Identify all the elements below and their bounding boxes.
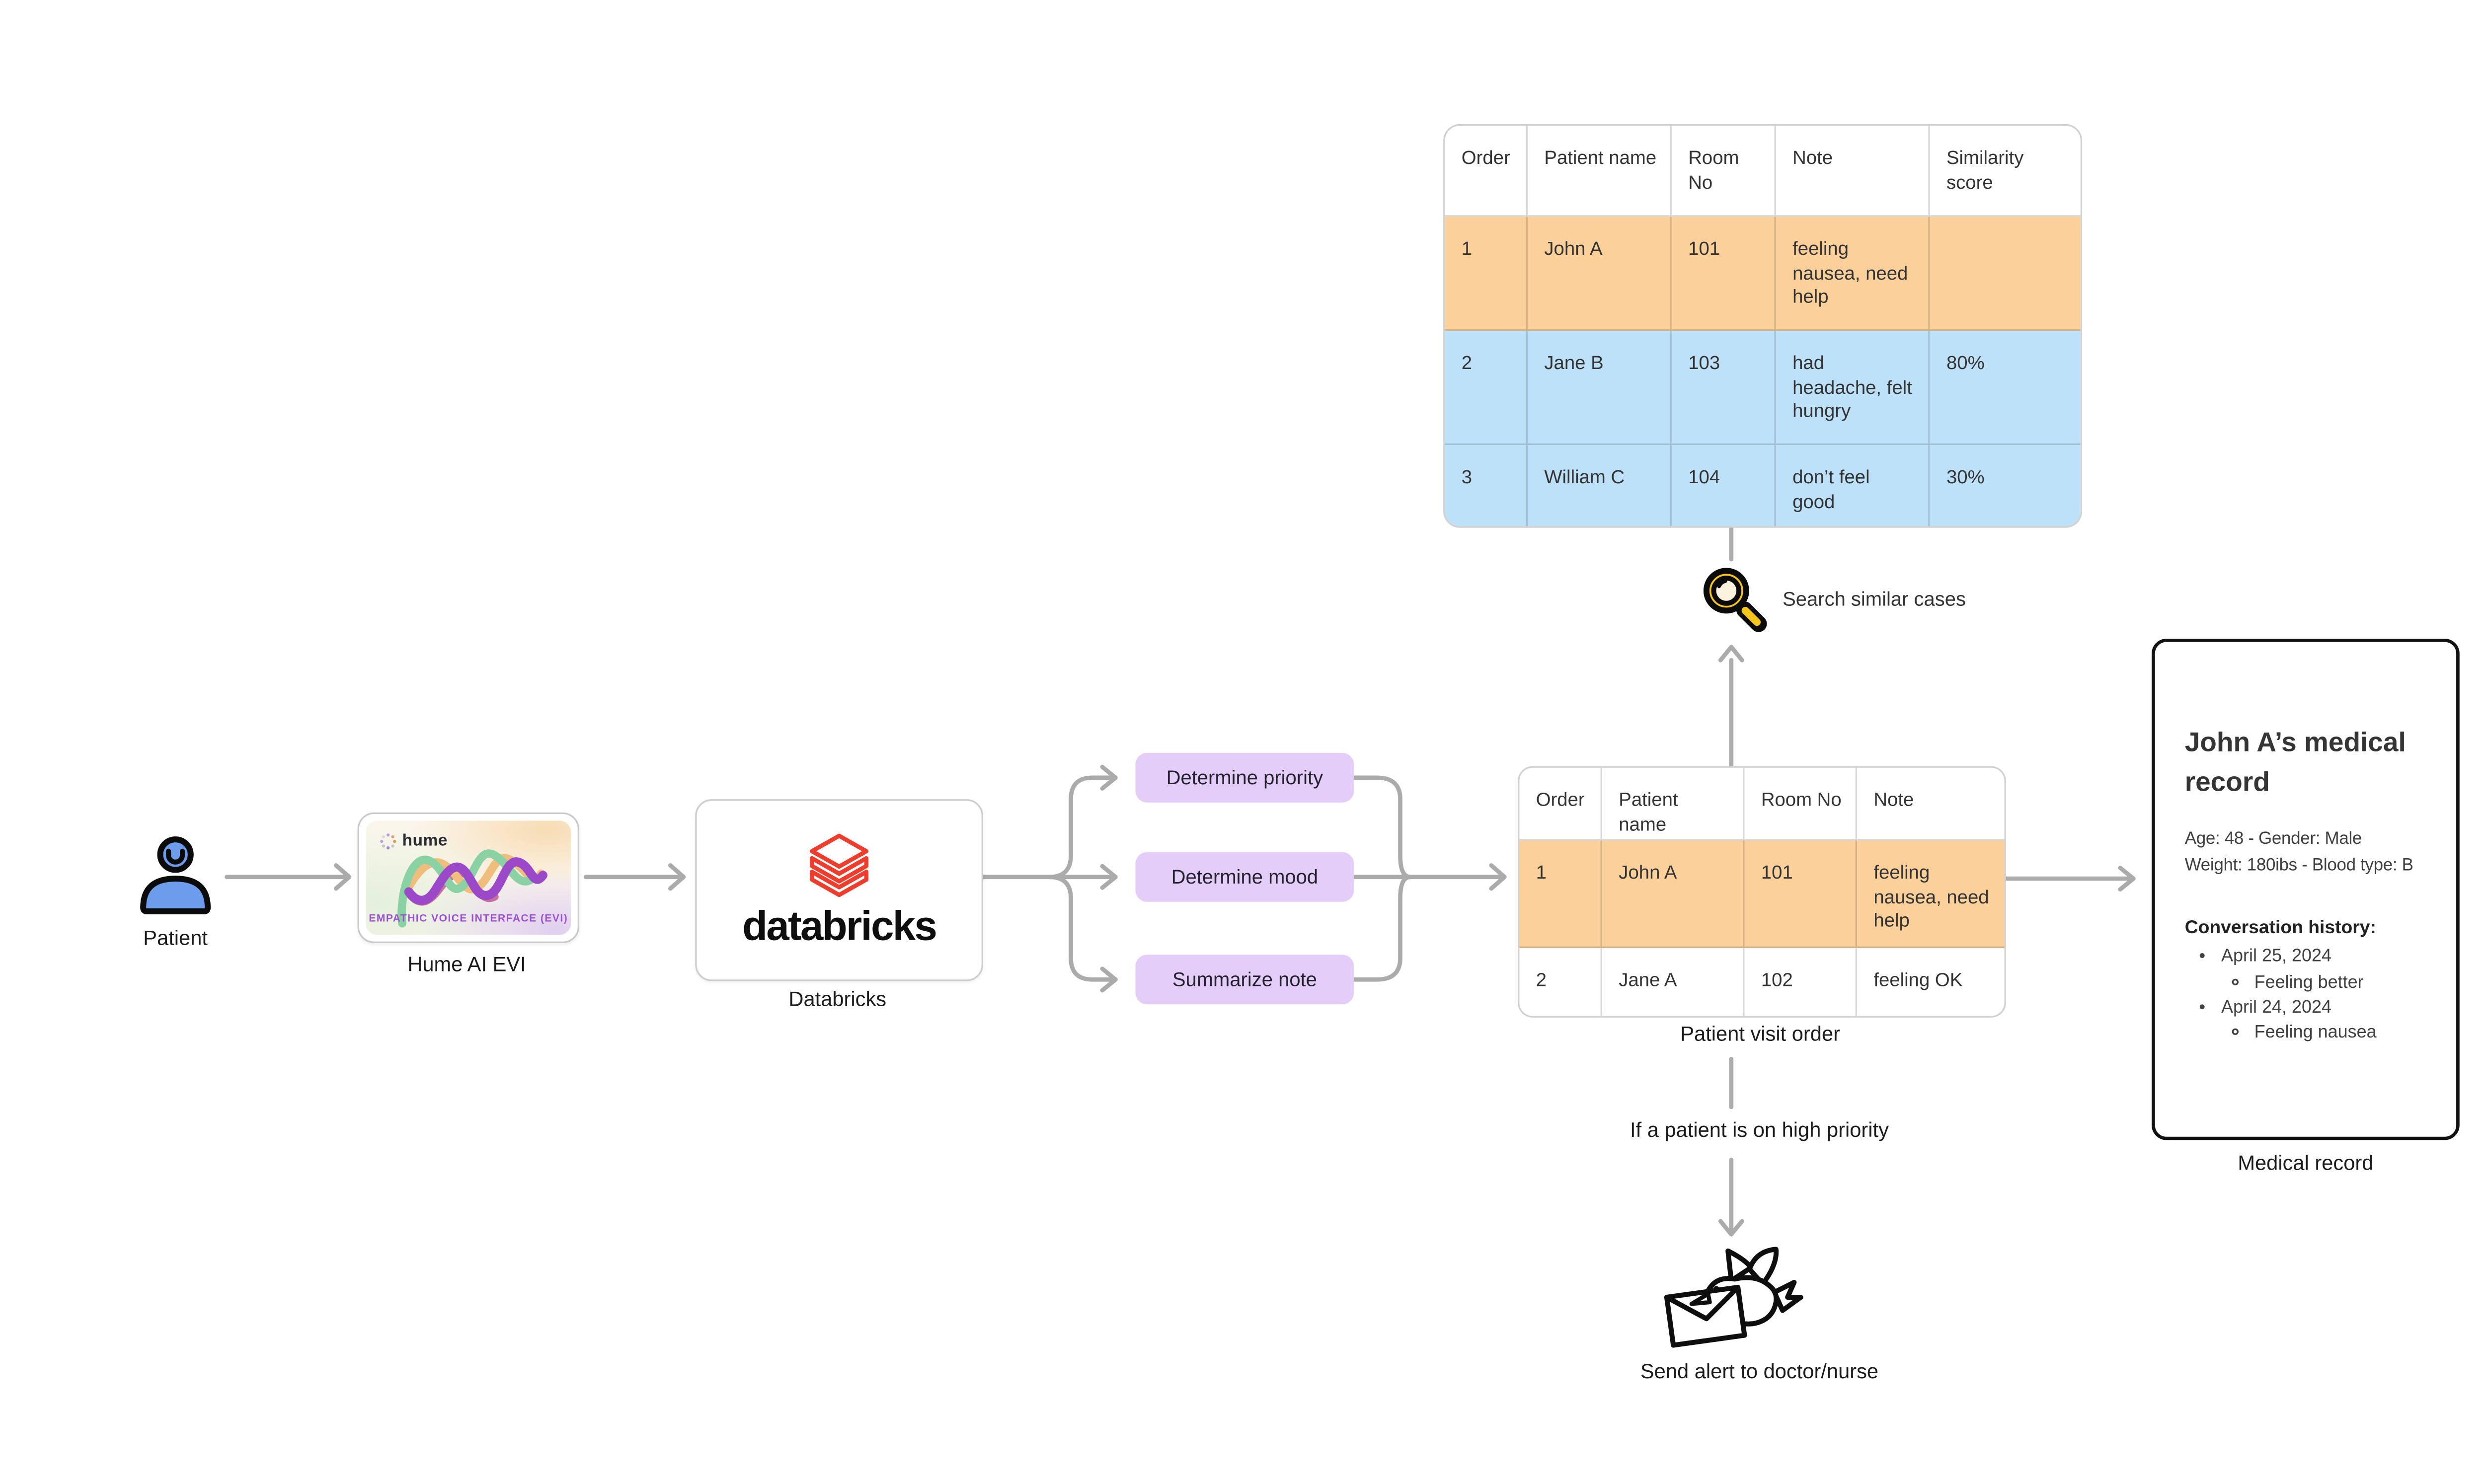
hume-wordmark: hume <box>402 832 448 851</box>
task-determine-priority: Determine priority <box>1135 752 1354 803</box>
table-cell: 1 <box>1519 840 1602 949</box>
arrow-to-determine-priority <box>1047 764 1118 880</box>
merge-priority <box>1351 775 1412 880</box>
column-header-patient-name: Patient name <box>1602 767 1745 841</box>
column-header-room-no: Room No <box>1671 126 1776 217</box>
column-header-room-no: Room No <box>1744 767 1858 841</box>
medical-record-label: Medical record <box>2238 1151 2374 1175</box>
table-cell: John A <box>1602 840 1745 949</box>
medical-record-demographics: Age: 48 - Gender: Male Weight: 180ibs - … <box>2185 825 2443 879</box>
table-cell: don’t feel good <box>1776 445 1930 526</box>
table-cell: William C <box>1528 445 1672 526</box>
medical-record-title: John A’s medical record <box>2184 728 2406 798</box>
patient-label: Patient <box>143 926 208 950</box>
high-priority-condition-label: If a patient is on high priority <box>1630 1118 1889 1142</box>
table-cell: 2 <box>1445 331 1528 445</box>
arrow-hume-to-databricks <box>584 863 686 891</box>
bird-with-letter-icon <box>1664 1247 1803 1348</box>
arrow-to-determine-mood <box>1047 864 1118 890</box>
hume-evi-artwork: hume EMPATHIC VOICE INTERFACE (EVI) <box>366 820 571 935</box>
databricks-card-label: Databricks <box>788 987 887 1011</box>
task-determine-mood: Determine mood <box>1135 852 1354 902</box>
hume-logo: hume <box>379 832 448 851</box>
arrow-to-summarize-note <box>1047 875 1118 993</box>
merge-note <box>1351 875 1412 982</box>
history-date: April 25, 2024 <box>2221 947 2332 967</box>
table-cell: Jane A <box>1602 948 1745 1016</box>
table-cell: 101 <box>1744 840 1858 949</box>
table-cell: John A <box>1528 217 1672 331</box>
history-date: April 24, 2024 <box>2221 998 2332 1018</box>
hume-evi-card: hume EMPATHIC VOICE INTERFACE (EVI) <box>357 812 580 944</box>
table-cell: feeling OK <box>1873 971 1963 991</box>
column-header-note: Note <box>1776 126 1930 217</box>
history-note: Feeling nausea <box>2254 1022 2443 1047</box>
hume-dot-ring-icon <box>380 833 396 850</box>
patient-visit-order-table: Order Patient name Room No Note 1 John A… <box>1518 766 2006 1018</box>
similar-cases-table: Order Patient name Room No Note Similari… <box>1443 124 2083 528</box>
column-header-order: Order <box>1519 767 1602 841</box>
search-similar-cases-label: Search similar cases <box>1783 587 1966 611</box>
send-alert-label: Send alert to doctor/nurse <box>1640 1360 1879 1384</box>
table-cell: 80% <box>1930 331 2081 445</box>
evi-banner-text: EMPATHIC VOICE INTERFACE (EVI) <box>369 913 568 925</box>
table-cell: 103 <box>1671 331 1776 445</box>
demographics-line-1: Age: 48 - Gender: Male <box>2184 828 2362 849</box>
table-cell: 1 <box>1445 217 1528 331</box>
table-cell: 102 <box>1745 948 1858 1016</box>
emotion-waves <box>397 849 547 928</box>
hume-card-label: Hume AI EVI <box>407 953 526 976</box>
table-cell: 104 <box>1671 445 1776 526</box>
conversation-history-heading: Conversation history: <box>2184 919 2376 939</box>
task-summarize-note: Summarize note <box>1135 955 1354 1005</box>
column-header-similarity-score: Similarity score <box>1930 126 2081 217</box>
arrow-patient-to-hume <box>225 863 352 891</box>
column-header-patient-name: Patient name <box>1528 126 1672 217</box>
table-cell: 3 <box>1445 445 1528 526</box>
arrow-visit-to-search <box>1718 645 1744 768</box>
table-cell: 2 <box>1519 948 1602 1016</box>
history-entry: April 25, 2024 Feeling better <box>2221 946 2443 996</box>
history-entry: April 24, 2024 Feeling nausea <box>2221 996 2443 1047</box>
magnifier-icon <box>1703 568 1767 632</box>
patient-icon <box>140 836 211 915</box>
databricks-card: databricks <box>695 799 983 981</box>
table-cell: 101 <box>1671 217 1776 331</box>
history-note: Feeling better <box>2254 971 2443 996</box>
column-header-order: Order <box>1445 126 1528 217</box>
visit-table-label: Patient visit order <box>1680 1022 1841 1046</box>
databricks-logo-icon <box>810 833 869 897</box>
arrow-condition-to-bird <box>1718 1158 1744 1237</box>
column-header-note: Note <box>1857 768 2005 841</box>
table-cell <box>1930 217 2081 331</box>
databricks-wordmark: databricks <box>742 903 937 950</box>
table-cell: 30% <box>1930 445 2081 526</box>
arrow-merge-to-visit-table <box>1398 863 1507 891</box>
medical-record-card: John A’s medical record Age: 48 - Gender… <box>2152 638 2460 1140</box>
demographics-line-2: Weight: 180ibs - Blood type: B <box>2184 855 2413 876</box>
conversation-history-list: April 25, 2024 Feeling better April 24, … <box>2185 946 2443 1047</box>
arrow-visit-to-medical-record <box>2000 866 2136 892</box>
table-cell: had headache, felt hungry <box>1776 331 1930 445</box>
table-cell: feeling nausea, need help <box>1776 217 1930 331</box>
table-cell: feeling nausea, need help <box>1857 840 2005 949</box>
table-cell: Jane B <box>1528 331 1672 445</box>
